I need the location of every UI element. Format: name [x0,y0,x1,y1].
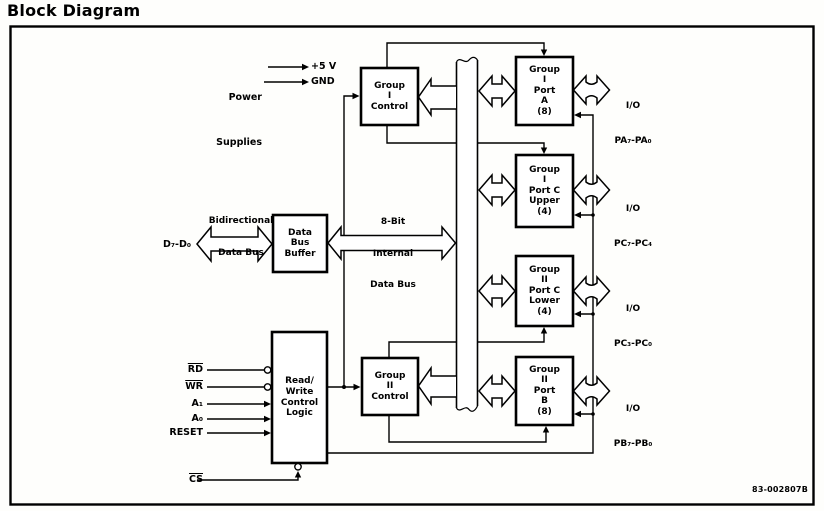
data-bus-buffer-label: Data Bus Buffer [284,227,316,259]
port-c-upper-label: Group I Port C Upper (4) [528,164,561,217]
doc-number: 83-002807B [752,485,808,494]
port-b-label: Group II Port B (8) [529,364,560,417]
bus-porta-arrow [478,73,516,109]
power-supplies-label: Power Supplies [180,60,262,180]
internal-bus-label: 8-Bit Internal Data Bus [354,196,432,312]
group1-control-box [359,66,420,127]
io-portclower-arrow [572,275,611,307]
blocks [270,55,575,465]
rd-bubble [263,366,272,374]
plus5v-label: +5 V [311,61,337,72]
io-porta-label: I/O PA₇-PA₀ [614,101,652,146]
data-bus-buffer-box [271,213,329,274]
bidirectional-bus-label: Bidirectional Data Bus [198,195,284,279]
bus-group2-arrow-fill [418,368,456,404]
port-c-lower-box [514,254,575,328]
port-b-box [514,355,575,427]
wr-signal-label: WR [185,381,203,392]
io-portcupper-arrow [572,174,611,206]
io-portb-label: I/O PB₇-PB₀ [613,404,653,449]
group2-control-box [360,356,420,417]
reset-signal-label: RESET [169,427,203,438]
io-portcupper-label: I/O PC₇-PC₄ [613,204,653,249]
rd-signal-label: RD [187,364,203,375]
port-a-box [514,55,575,127]
gnd-label: GND [311,76,335,87]
group2-control-label: Group II Control [371,370,409,402]
rw-control-logic-box [270,330,329,465]
power-label-line2: Supplies [216,137,262,148]
port-c-upper-box [514,153,575,229]
port-c-lower-label: Group II Port C Lower (4) [528,264,561,317]
a0-signal-label: A₀ [191,413,203,424]
bidirectional-bus-label-line2: Data Bus [218,247,264,258]
io-porta-arrow [572,74,611,106]
io-portclower-label: I/O PC₃-PC₀ [613,304,653,349]
buffer-bus-arrow [327,224,457,262]
bidirectional-bus-label-line1: Bidirectional [208,216,274,226]
cs-wire [197,474,299,481]
power-label-line1: Power [228,92,262,103]
group1-to-porta-wire [386,42,545,68]
bus-top-break [455,56,478,63]
internal-bus-channel [455,56,479,412]
bus-bottom-break [455,405,479,412]
port-a-label: Group I Port A (8) [529,64,560,117]
wr-bubble [263,383,272,391]
arrowheads [264,49,595,478]
page-title: Block Diagram [7,1,141,20]
rw-control-logic-label: Read/ Write Control Logic [280,376,319,419]
internal-bus-label-line1: 8-Bit [380,217,406,227]
group1-control-label: Group I Control [370,80,409,112]
cs-bubble [294,462,302,471]
bubbles [263,366,302,471]
cs-signal-label: CS [189,474,203,485]
rw-control-loop-wire [327,114,594,454]
a1-signal-label: A₁ [191,398,203,409]
diagram-frame [9,25,815,506]
group2-to-portb-wire [388,415,547,443]
bus-portclower-arrow [478,273,516,309]
d7-d0-pins-label: D₇-D₀ [162,239,192,250]
internal-bus-label-line2: Internal [372,248,414,259]
io-portb-arrow [572,375,611,407]
internal-bus-label-line3: Data Bus [370,280,416,290]
bus-group1-arrow-fill [418,79,456,115]
bus-portcupper-arrow [478,172,516,208]
bus-portb-arrow [478,373,516,409]
